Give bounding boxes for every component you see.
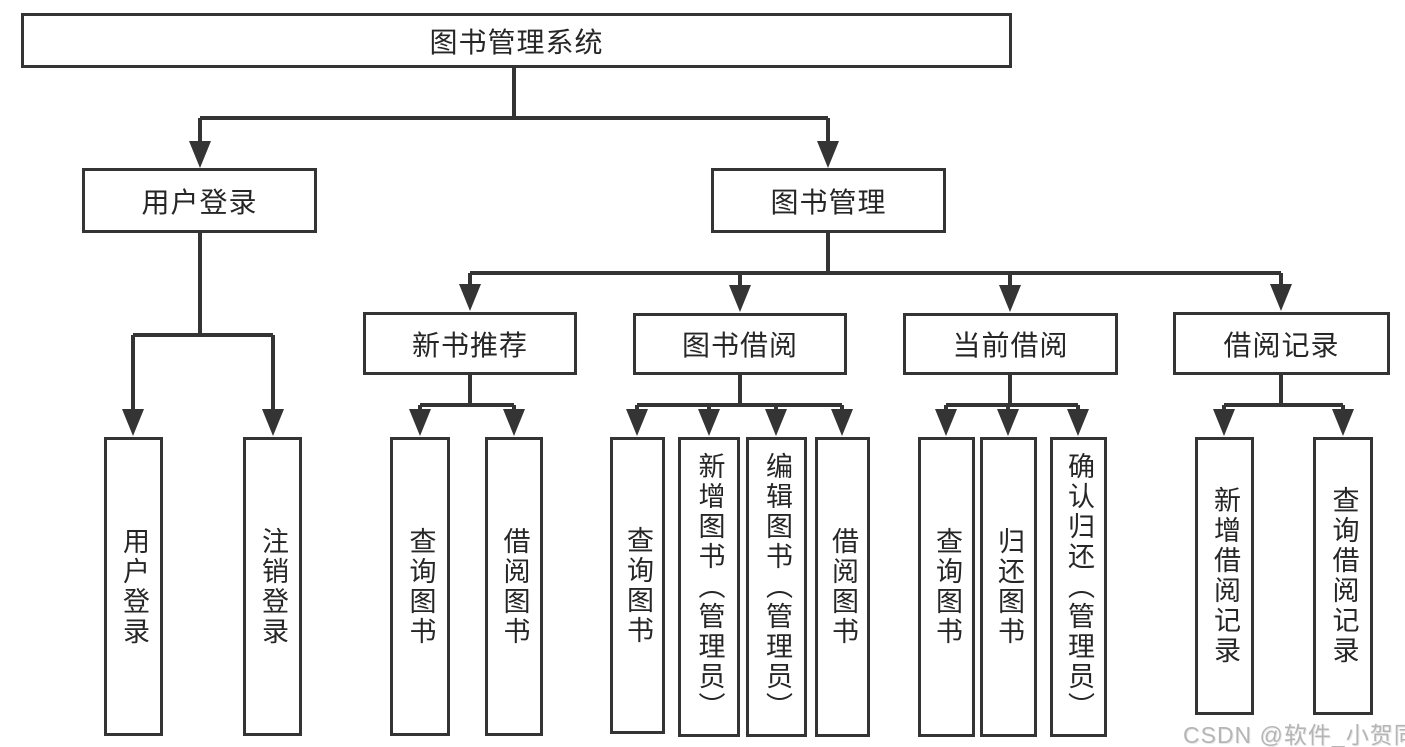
- node-label: 用户登录: [119, 526, 149, 647]
- leaf-borrow-books: 借阅图书: [815, 437, 870, 737]
- leaf-add-borrowing-record: 新增借阅记录: [1195, 437, 1254, 715]
- arrowheads-group0: [409, 409, 525, 436]
- node-label: 图书借阅: [681, 330, 798, 361]
- node-new-book-recommendation: 新书推荐: [363, 312, 577, 375]
- node-label: 用户登录: [141, 186, 258, 218]
- connector-group2-to-leaves: [944, 375, 1080, 409]
- node-label: 查询图书: [623, 525, 653, 646]
- connector-root-to-branches: [198, 68, 830, 141]
- leaf-query-books-recommendation: 查询图书: [390, 437, 450, 736]
- connector-group3-to-leaves: [1222, 375, 1345, 409]
- node-library-management-system: 图书管理系统: [21, 13, 1012, 68]
- leaf-logout: 注销登录: [243, 437, 302, 736]
- node-borrowing-records: 借阅记录: [1173, 312, 1390, 375]
- node-user-login-branch: 用户登录: [82, 168, 317, 233]
- node-label: 编辑图书（管理员）: [762, 452, 792, 722]
- node-label: 借阅图书: [499, 526, 530, 647]
- arrowheads-group2: [935, 409, 1089, 436]
- node-label: 新增图书（管理员）: [694, 452, 725, 722]
- arrowheads-level2: [189, 141, 839, 168]
- node-label: 注销登录: [258, 526, 288, 647]
- leaf-confirm-return-admin: 确认归还（管理员）: [1050, 437, 1107, 737]
- node-label: 图书管理系统: [429, 26, 604, 58]
- connector-mgmt-to-groups: [468, 233, 1283, 286]
- node-label: 当前借阅: [952, 330, 1069, 361]
- leaf-add-books-admin: 新增图书（管理员）: [678, 437, 740, 737]
- leaf-edit-books-admin: 编辑图书（管理员）: [746, 437, 807, 737]
- leaf-query-borrowing-record: 查询借阅记录: [1313, 437, 1373, 715]
- connector-group0-to-leaves: [418, 375, 516, 409]
- node-label: 查询借阅记录: [1328, 486, 1359, 666]
- arrowheads-login-leaves: [122, 409, 284, 436]
- node-label: 查询图书: [932, 527, 962, 647]
- node-label: 图书管理: [770, 186, 887, 218]
- csdn-watermark: CSDN @软件_小贺同学: [1183, 722, 1405, 747]
- connector-group1-to-leaves: [635, 375, 844, 409]
- node-label: 新增借阅记录: [1210, 486, 1240, 666]
- node-book-management-branch: 图书管理: [711, 168, 946, 233]
- leaf-return-books: 归还图书: [980, 437, 1037, 737]
- node-label: 新书推荐: [411, 329, 528, 361]
- leaf-query-books-borrowing: 查询图书: [610, 437, 665, 734]
- node-label: 确认归还（管理员）: [1064, 452, 1094, 722]
- node-label: 查询图书: [405, 526, 436, 647]
- arrowheads-group1: [626, 409, 853, 436]
- connector-login-to-leaves: [131, 233, 275, 409]
- node-current-borrowing: 当前借阅: [903, 313, 1118, 375]
- node-label: 归还图书: [994, 527, 1024, 647]
- leaf-borrow-books-recommendation: 借阅图书: [485, 437, 543, 736]
- node-label: 借阅记录: [1223, 329, 1340, 361]
- arrowheads-groups: [459, 284, 1292, 312]
- node-book-borrowing: 图书借阅: [633, 313, 847, 375]
- node-label: 借阅图书: [828, 527, 858, 647]
- leaf-query-books-current: 查询图书: [918, 437, 975, 737]
- leaf-user-login: 用户登录: [104, 437, 163, 736]
- arrowheads-group3: [1213, 409, 1354, 436]
